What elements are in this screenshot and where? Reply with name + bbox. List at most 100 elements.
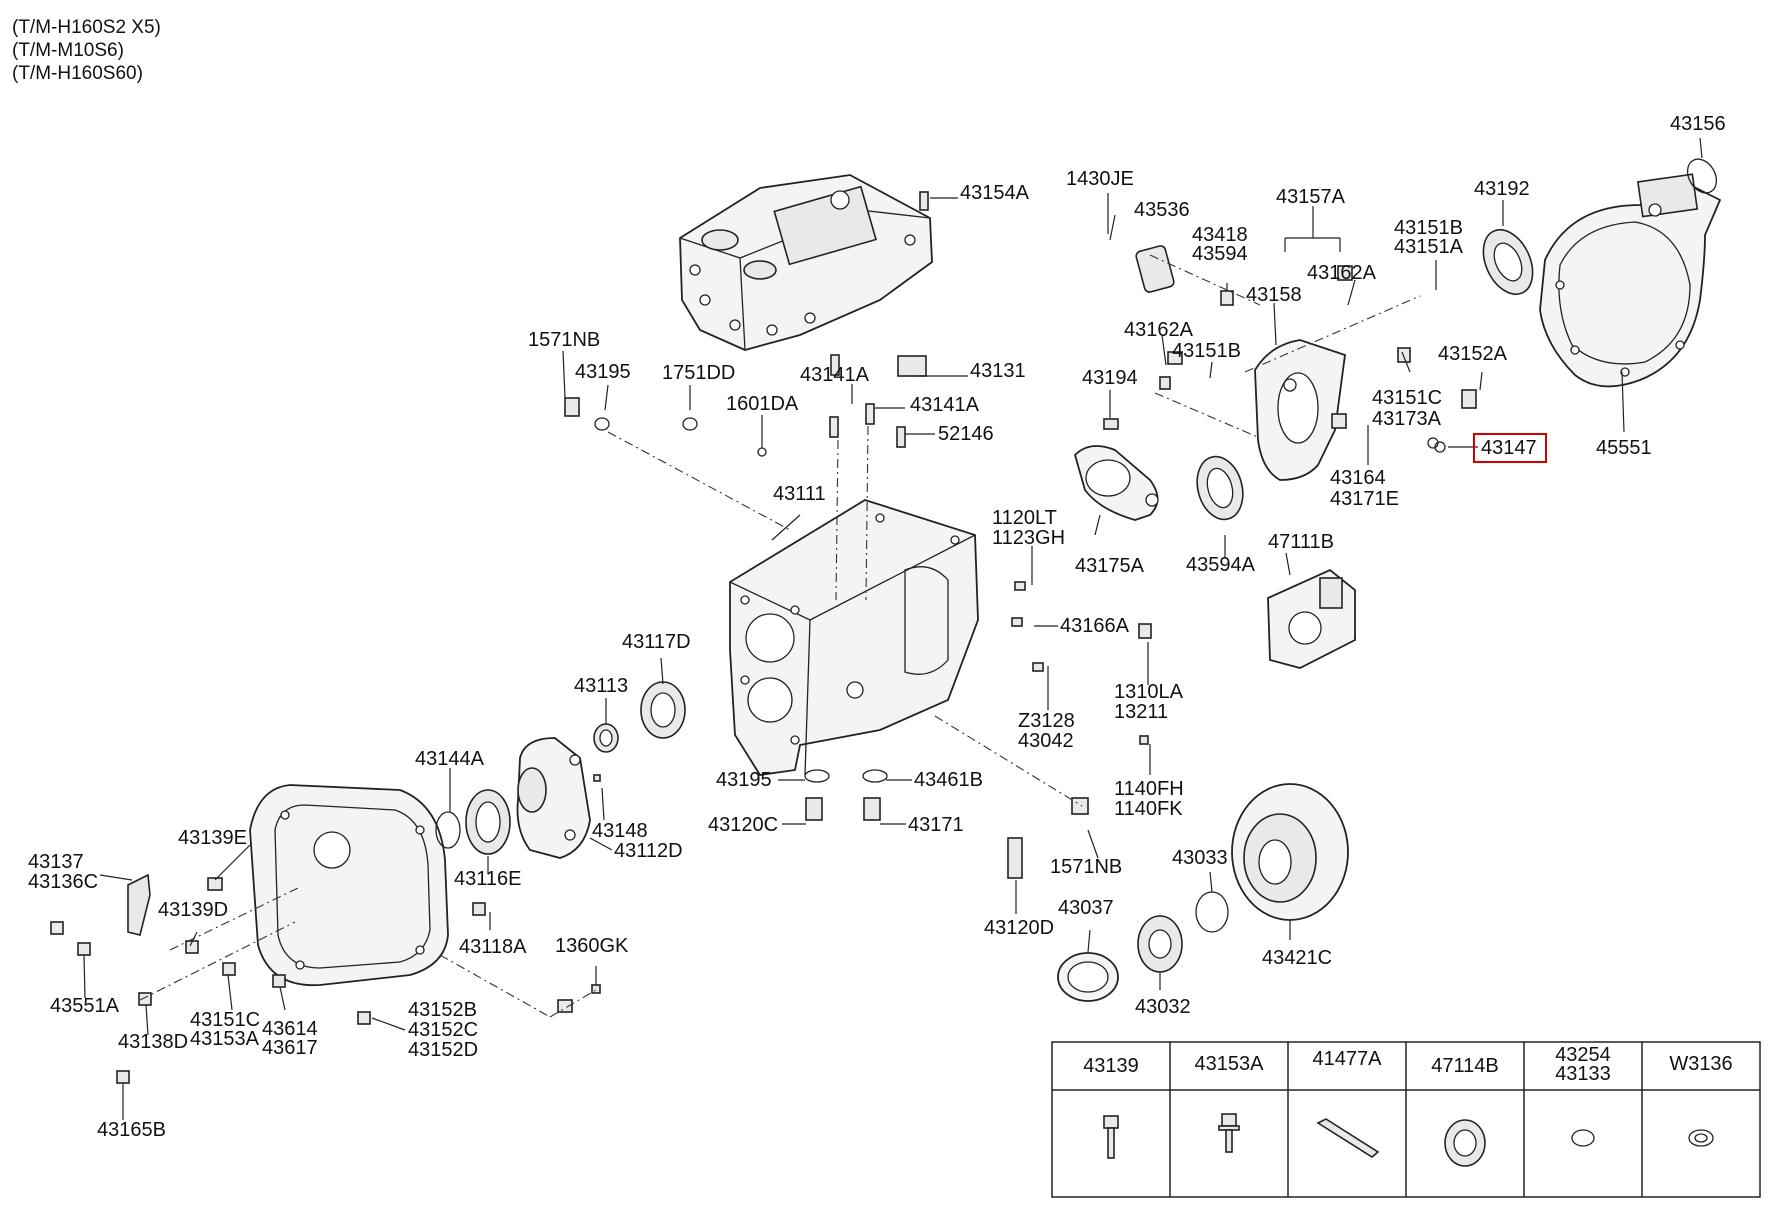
label-1123GH[interactable]: 1123GH [992, 527, 1065, 549]
label-43175A[interactable]: 43175A [1075, 555, 1145, 577]
label-43111[interactable]: 43111 [773, 483, 826, 505]
label-43037[interactable]: 43037 [1058, 897, 1114, 919]
label-13211[interactable]: 13211 [1114, 701, 1168, 723]
label-43165B[interactable]: 43165B [97, 1119, 166, 1141]
label-43551A[interactable]: 43551A [50, 995, 120, 1017]
legend-header-43254[interactable]: 43254 [1555, 1044, 1611, 1066]
label-43117D[interactable]: 43117D [622, 631, 691, 653]
legend-header-W3136[interactable]: W3136 [1669, 1053, 1732, 1075]
label-43148[interactable]: 43148 [592, 820, 648, 842]
label-43594[interactable]: 43594 [1192, 243, 1248, 265]
rear-case-45551 [1539, 173, 1722, 388]
label-43152A[interactable]: 43152A [1438, 343, 1508, 365]
label-43166A[interactable]: 43166A [1060, 615, 1130, 637]
bolt-icon [1103, 1115, 1119, 1159]
label-43152C[interactable]: 43152C [408, 1019, 478, 1041]
legend-header-43133[interactable]: 43133 [1555, 1063, 1611, 1085]
clutch-housing [249, 784, 449, 987]
label-43151B-top[interactable]: 43151B [1394, 217, 1463, 239]
label-43152B[interactable]: 43152B [408, 999, 477, 1021]
label-43536[interactable]: 43536 [1134, 199, 1190, 221]
parts-legend-table: 43139 43153A 41477A 47114B 43254 43133 W… [1051, 1041, 1761, 1198]
legend-header-43139[interactable]: 43139 [1083, 1055, 1139, 1077]
oil-seal-43116E [465, 789, 511, 855]
washer-icon [1688, 1129, 1714, 1147]
label-43594A[interactable]: 43594A [1186, 554, 1256, 576]
label-43614[interactable]: 43614 [262, 1018, 318, 1040]
label-43141A-a[interactable]: 43141A [800, 364, 870, 386]
label-1140FK[interactable]: 1140FK [1114, 798, 1183, 820]
pto-cover-47111B [1267, 568, 1356, 669]
label-43192[interactable]: 43192 [1474, 178, 1530, 200]
label-43418[interactable]: 43418 [1192, 224, 1248, 246]
label-43173A[interactable]: 43173A [1372, 408, 1442, 430]
label-1360GK[interactable]: 1360GK [555, 935, 629, 957]
label-43136C[interactable]: 43136C [28, 871, 98, 893]
label-47111B[interactable]: 47111B [1268, 531, 1334, 553]
label-43151B-mid[interactable]: 43151B [1172, 340, 1241, 362]
label-1430JE[interactable]: 1430JE [1066, 168, 1134, 190]
label-1310LA[interactable]: 1310LA [1114, 681, 1184, 703]
label-43033[interactable]: 43033 [1172, 847, 1228, 869]
label-52146[interactable]: 52146 [938, 423, 994, 445]
label-43151C-right[interactable]: 43151C [1372, 387, 1442, 409]
model-line-1: (T/M-H160S2 X5) [12, 17, 161, 38]
legend-header-41477A[interactable]: 41477A [1313, 1048, 1383, 1070]
label-43147[interactable]: 43147 [1481, 437, 1537, 459]
label-43139E[interactable]: 43139E [178, 827, 247, 849]
highlight-43147 [1473, 433, 1547, 463]
label-43461B[interactable]: 43461B [914, 769, 983, 791]
label-Z3128[interactable]: Z3128 [1018, 710, 1075, 732]
label-43042[interactable]: 43042 [1018, 730, 1074, 752]
model-line-2: (T/M-M10S6) [12, 40, 124, 61]
label-43171E[interactable]: 43171E [1330, 488, 1399, 510]
label-43158[interactable]: 43158 [1246, 284, 1302, 306]
label-43116E[interactable]: 43116E [454, 868, 521, 890]
label-1120LT[interactable]: 1120LT [992, 507, 1057, 529]
label-43154A[interactable]: 43154A [960, 182, 1030, 204]
label-43194[interactable]: 43194 [1082, 367, 1138, 389]
label-43164[interactable]: 43164 [1330, 467, 1386, 489]
label-43032[interactable]: 43032 [1135, 996, 1191, 1018]
label-43139D[interactable]: 43139D [158, 899, 228, 921]
label-43138D[interactable]: 43138D [118, 1031, 188, 1053]
label-43153A-left[interactable]: 43153A [190, 1028, 260, 1050]
label-43112D[interactable]: 43112D [614, 840, 683, 862]
label-1751DD[interactable]: 1751DD [662, 362, 735, 384]
label-1140FH[interactable]: 1140FH [1114, 778, 1184, 800]
label-1571NB-top[interactable]: 1571NB [528, 329, 600, 351]
label-43118A[interactable]: 43118A [459, 936, 527, 958]
oil-seal-43192 [1482, 229, 1534, 295]
label-43120D[interactable]: 43120D [984, 917, 1054, 939]
shift-cover-assembly [679, 174, 933, 351]
speedometer-gear-43536 [1109, 214, 1175, 293]
label-43151C-left[interactable]: 43151C [190, 1009, 260, 1031]
label-43137[interactable]: 43137 [28, 851, 84, 873]
label-43162A-left[interactable]: 43162A [1124, 319, 1194, 341]
label-43195-bottom[interactable]: 43195 [716, 769, 772, 791]
label-43162A-right[interactable]: 43162A [1307, 262, 1377, 284]
label-43131[interactable]: 43131 [970, 360, 1026, 382]
legend-header-43153A[interactable]: 43153A [1195, 1053, 1265, 1075]
label-43156[interactable]: 43156 [1670, 113, 1726, 135]
label-43617[interactable]: 43617 [262, 1037, 318, 1059]
label-43120C[interactable]: 43120C [708, 814, 778, 836]
label-43113[interactable]: 43113 [574, 675, 628, 697]
label-43144A[interactable]: 43144A [415, 748, 485, 770]
label-43157A[interactable]: 43157A [1276, 186, 1346, 208]
label-1601DA[interactable]: 1601DA [726, 393, 799, 415]
label-43195-top[interactable]: 43195 [575, 361, 631, 383]
legend-header-47114B[interactable]: 47114B [1431, 1055, 1498, 1077]
label-43152D[interactable]: 43152D [408, 1039, 478, 1061]
front-retainer-43112D [516, 737, 591, 859]
label-45551[interactable]: 45551 [1596, 437, 1652, 459]
label-43421C[interactable]: 43421C [1262, 947, 1332, 969]
gear-43421C [1231, 783, 1349, 921]
label-43151A[interactable]: 43151A [1394, 236, 1464, 258]
label-43141A-b[interactable]: 43141A [910, 394, 980, 416]
extension-housing-43158 [1254, 339, 1346, 481]
misc-bolts [50, 191, 1477, 1084]
snap-ring-icon [1571, 1129, 1595, 1147]
label-1571NB-bottom[interactable]: 1571NB [1050, 856, 1122, 878]
label-43171[interactable]: 43171 [908, 814, 964, 836]
